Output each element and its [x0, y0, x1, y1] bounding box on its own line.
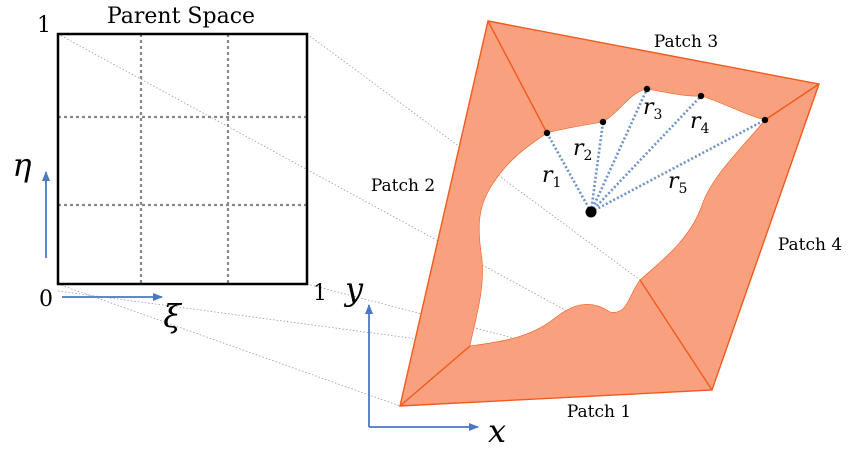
radius-labels: r1 r2 r3 r4 r5 [542, 95, 710, 197]
radius-line-r4 [590, 95, 702, 213]
hole-boundary [469, 88, 766, 347]
parent-square [56, 32, 309, 286]
eta-label: η [12, 146, 31, 184]
radius-label-r2: r2 [573, 136, 592, 164]
separator-bottom-right [639, 279, 713, 391]
radius-label-r3: r3 [643, 95, 662, 123]
boundary-points [543, 85, 769, 137]
patch-label-4: Patch 4 [778, 235, 842, 255]
radius-line-r1 [545, 132, 593, 213]
boundary-point-5 [761, 116, 769, 124]
radius-label-r5: r5 [668, 169, 687, 197]
tick-one-right: 1 [313, 281, 327, 306]
boundary-point-3 [643, 85, 651, 93]
y-label: y [343, 270, 364, 308]
parent-space-title: Parent Space [107, 4, 255, 29]
separator-bottom-left [399, 345, 471, 407]
parent-grid [58, 34, 307, 284]
connector-bottom-left [57, 283, 401, 407]
tick-one-top: 1 [37, 13, 51, 38]
tick-zero: 0 [39, 287, 53, 312]
separator-top-right [764, 83, 820, 121]
connector-inner-bottom [57, 290, 471, 347]
center-point [585, 206, 597, 218]
radius-line-r3 [589, 88, 649, 213]
radius-label-r4: r4 [690, 109, 710, 137]
patch-label-1: Patch 1 [567, 402, 631, 422]
radius-label-r1: r1 [542, 163, 561, 191]
patch-separators [399, 20, 820, 407]
patch-label-3: Patch 3 [654, 32, 718, 52]
radius-line-r2 [589, 121, 605, 213]
parent-space: Parent Space 1 0 1 η ξ [12, 4, 327, 335]
radius-line-r5 [590, 118, 766, 214]
physical-space: r1 r2 r3 r4 r5 Patch 3 Patch 2 Patch 4 P… [343, 20, 842, 449]
boundary-point-4 [697, 92, 705, 100]
separator-top-left [487, 20, 548, 134]
radius-lines [545, 88, 766, 214]
xi-label: ξ [163, 297, 182, 335]
x-label: x [488, 412, 506, 449]
patch-region [400, 21, 819, 406]
patch-label-2: Patch 2 [371, 176, 435, 196]
boundary-point-1 [543, 129, 551, 137]
boundary-point-2 [599, 118, 607, 126]
